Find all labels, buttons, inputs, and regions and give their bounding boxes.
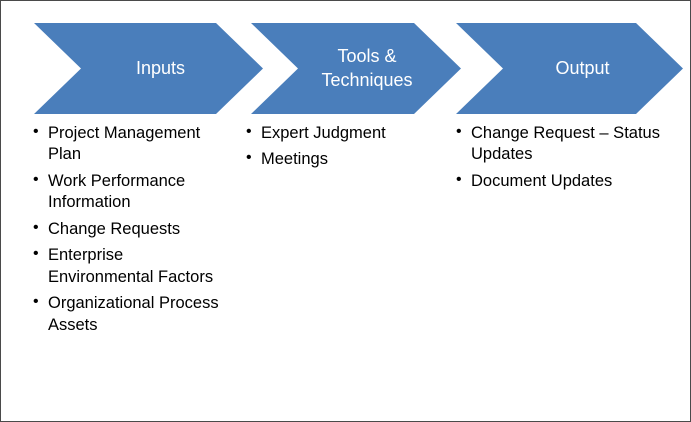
chevron-shape-output	[456, 23, 683, 114]
list-item: Change Requests	[31, 218, 231, 240]
chevron-shape-tools-techniques	[251, 23, 461, 114]
bullet-list-output: Change Request – Status Updates Document…	[454, 122, 669, 192]
bullet-column-output: Change Request – Status Updates Document…	[454, 122, 669, 197]
chevron-shape-inputs	[34, 23, 263, 114]
list-item: Project Management Plan	[31, 122, 231, 166]
chevron-band: Inputs Tools & Techniques Output	[1, 1, 690, 121]
list-item: Enterprise Environmental Factors	[31, 244, 231, 288]
bullet-list-tools-techniques: Expert Judgment Meetings	[244, 122, 449, 171]
list-item: Expert Judgment	[244, 122, 449, 144]
list-item: Change Request – Status Updates	[454, 122, 669, 166]
bullet-column-tools-techniques: Expert Judgment Meetings	[244, 122, 449, 176]
bullet-column-inputs: Project Management Plan Work Performance…	[31, 122, 231, 341]
list-item: Document Updates	[454, 170, 669, 192]
list-item: Organizational Process Assets	[31, 292, 231, 336]
list-item: Work Performance Information	[31, 170, 231, 214]
bullet-list-inputs: Project Management Plan Work Performance…	[31, 122, 231, 336]
stage-content-columns: Project Management Plan Work Performance…	[1, 122, 690, 421]
list-item: Meetings	[244, 148, 449, 170]
